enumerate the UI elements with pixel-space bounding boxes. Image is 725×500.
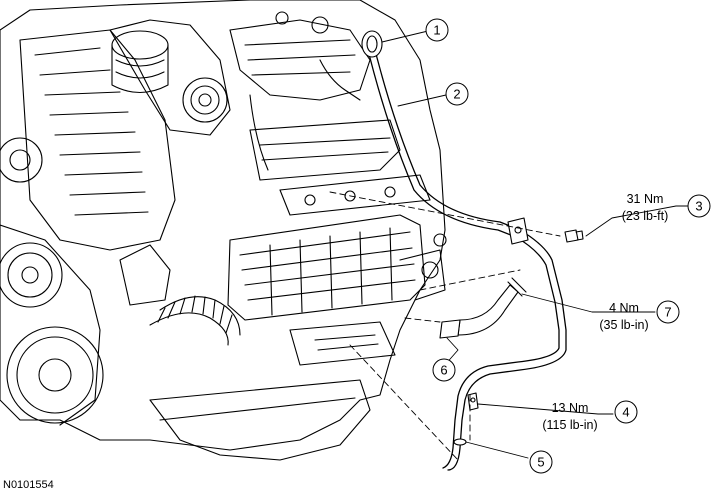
callout-markers: 1 2 3 31 Nm (23 lb-ft) 7 4 Nm (35 lb-in)… [425,18,711,474]
callout-number: 5 [537,455,544,470]
torque-metric: 13 Nm [552,401,589,415]
callout-number: 4 [622,405,629,420]
callout-5: 5 [529,450,553,474]
torque-metric: 4 Nm [609,301,639,315]
callout-number: 2 [453,87,460,102]
callout-3: 3 31 Nm (23 lb-ft) [622,192,711,223]
engine-block-drawing [0,0,447,461]
clamp-drawing [467,392,479,411]
callout-number: 7 [664,305,671,320]
hose-drawing [439,277,527,339]
callout-number: 1 [433,23,440,38]
callout-number: 6 [440,363,447,378]
callout-6: 6 [432,358,456,382]
callout-number: 3 [695,199,702,214]
dipstick-tube-drawing [361,30,567,471]
torque-imperial: (23 lb-ft) [622,209,669,223]
bolt-drawing [564,229,584,243]
alignment-lines [329,191,561,461]
callout-4: 4 13 Nm (115 lb-in) [542,400,638,432]
figure-id: N0101554 [3,479,54,491]
leader-lines [381,30,689,459]
torque-imperial: (35 lb-in) [599,318,648,332]
torque-imperial: (115 lb-in) [542,418,597,432]
callout-1: 1 [425,18,449,42]
torque-metric: 31 Nm [627,192,664,206]
callout-7: 7 4 Nm (35 lb-in) [599,300,680,332]
seal-drawing [453,438,467,446]
callout-2: 2 [445,82,469,106]
